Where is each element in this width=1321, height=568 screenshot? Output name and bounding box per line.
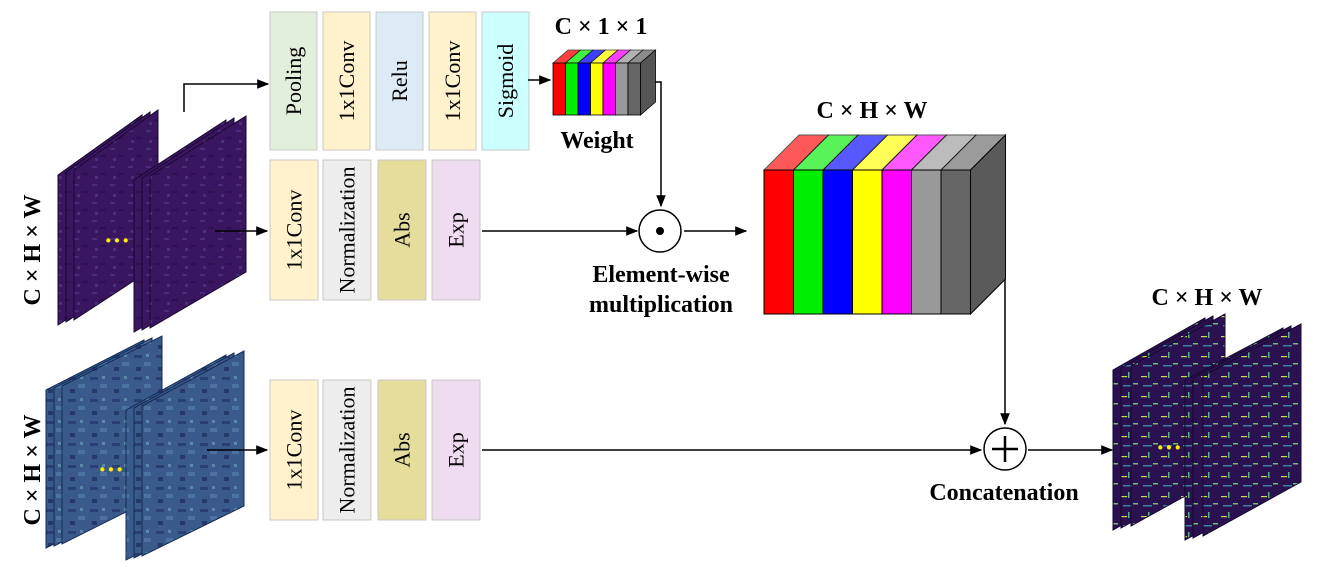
middle-branch: 1x1Conv Normalization Abs Exp [269,159,481,301]
bottom-box-4: Exp [431,379,481,521]
multiply-operator [638,209,682,253]
top-box-1: Pooling [269,11,318,151]
cube-channel-2 [793,169,824,315]
bottom-box-label-3: Abs [390,432,415,467]
top-box-label-4: 1x1Conv [440,41,465,122]
cube-channel-7 [940,169,971,315]
cube-side-face [970,133,1006,316]
multiply-dot-icon [656,227,664,235]
bottom-box-2: Normalization [322,379,372,521]
cube-channel-6 [911,169,942,315]
weight-channel-2 [565,62,579,116]
top-box-4: 1x1Conv [428,11,477,151]
input-top-dim-label: C × H × W [20,195,46,306]
middle-box-4: Exp [431,159,481,301]
middle-box-label-1: 1x1Conv [282,190,307,271]
top-branch: Pooling 1x1Conv Relu 1x1Conv Sigmoid [269,11,530,151]
output-feature-maps [1112,313,1302,541]
weight-vector [551,49,657,116]
ellipsis-bottom: ··· [98,455,124,484]
top-box-5: Sigmoid [481,11,530,151]
weight-channel-5 [602,62,616,116]
weight-channel-3 [577,62,591,116]
cube-channel-4 [852,169,883,315]
top-box-label-1: Pooling [281,47,306,115]
bottom-box-label-4: Exp [444,432,469,467]
output-dim-label: C × H × W [1152,285,1263,311]
top-box-label-2: 1x1Conv [334,41,359,122]
cube-channel-1 [763,169,794,315]
weight-dim-label: C × 1 × 1 [555,14,648,40]
concat-operator [983,427,1027,471]
weight-channel-4 [590,62,604,116]
top-box-label-5: Sigmoid [493,44,518,119]
input-feature-maps-bottom [45,335,245,561]
multiply-label-line2: multiplication [589,292,733,318]
ellipsis-top: ··· [104,226,130,255]
top-box-3: Relu [375,11,424,151]
bottom-box-1: 1x1Conv [269,379,319,521]
top-box-2: 1x1Conv [322,11,371,151]
bottom-box-label-2: Normalization [335,386,360,513]
weight-channel-7 [627,62,641,116]
weight-channel-1 [552,62,566,116]
top-box-label-3: Relu [387,60,412,102]
cube-channel-3 [822,169,853,315]
middle-box-3: Abs [377,159,427,301]
weight-channel-6 [615,62,629,116]
cube-dim-label: C × H × W [817,98,928,124]
weight-label: Weight [560,128,633,154]
bottom-branch: 1x1Conv Normalization Abs Exp [269,379,481,521]
cube-channel-5 [881,169,912,315]
middle-box-2: Normalization [322,159,372,301]
concat-label: Concatenation [929,480,1078,506]
middle-box-label-2: Normalization [335,166,360,293]
bottom-box-label-1: 1x1Conv [282,410,307,491]
input-bottom-dim-label: C × H × W [20,415,46,526]
arrow-input-to-pooling [183,79,270,112]
middle-box-1: 1x1Conv [269,159,319,301]
bottom-box-3: Abs [377,379,427,521]
multiply-label-line1: Element-wise [592,262,730,288]
input-feature-maps-top [57,109,247,333]
middle-box-label-4: Exp [444,212,469,247]
weighted-feature-cube [762,133,1007,316]
middle-box-label-3: Abs [390,212,415,247]
ellipsis-output: ··· [1156,433,1182,462]
weight-side-face [640,49,656,116]
